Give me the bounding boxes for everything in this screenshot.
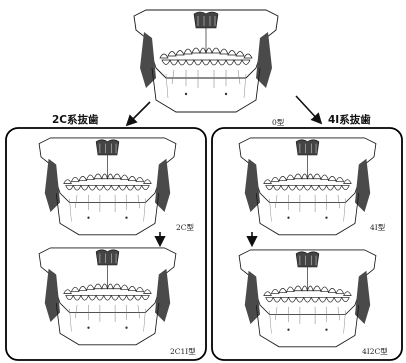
arrow-to-left-branch xyxy=(128,102,150,124)
jaw-figure-0 xyxy=(134,10,278,112)
right-branch-title: 4I系抜歯 xyxy=(328,112,371,127)
type-label-4i: 4I型 xyxy=(370,222,385,233)
jaw-figure-2c xyxy=(39,138,176,235)
jaw-figure-2c1i xyxy=(39,248,176,345)
left-branch-panel xyxy=(6,128,206,360)
type-label-2c: 2C型 xyxy=(176,222,194,233)
type-label-2c1i: 2C1I型 xyxy=(170,346,196,357)
left-branch-title: 2C系抜歯 xyxy=(52,112,99,127)
arrow-to-right-branch xyxy=(296,96,320,122)
jaw-figure-4i xyxy=(239,138,376,235)
type-label-0: 0型 xyxy=(272,117,284,128)
type-label-4i2c: 4I2C型 xyxy=(362,346,388,357)
right-branch-panel xyxy=(212,128,402,360)
jaw-figure-4i2c xyxy=(239,250,376,347)
